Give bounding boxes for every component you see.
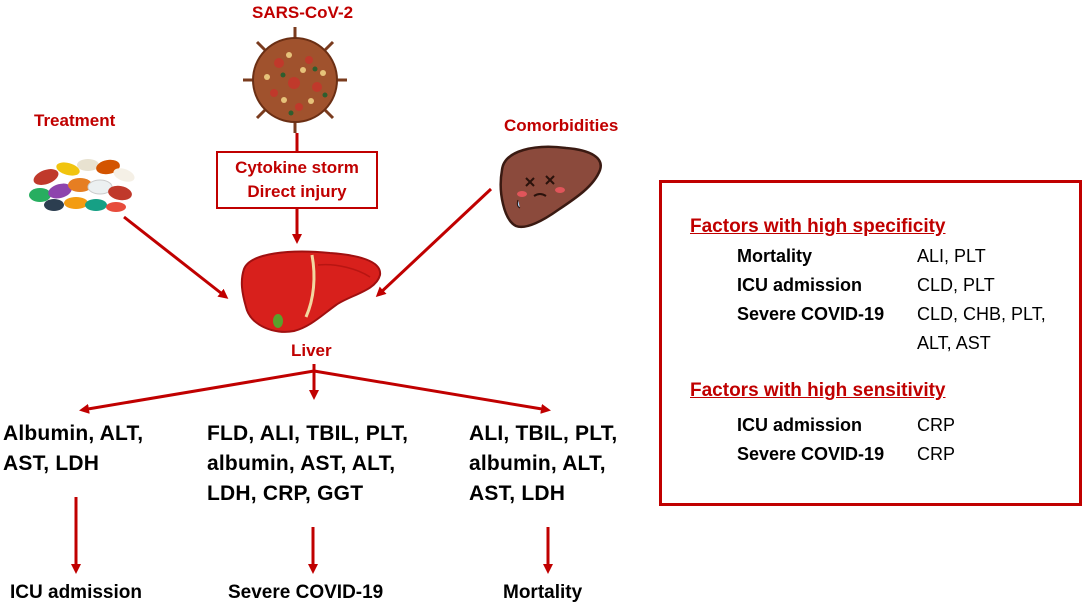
- liver-to-group-left-arrow: [79, 369, 315, 414]
- liver-to-group-right-arrow: [313, 369, 551, 414]
- factor-label: Severe COVID-19: [737, 304, 885, 324]
- specificity-row: ICU admission CLD, PLT: [737, 275, 995, 296]
- mechanism-box: Cytokine storm Direct injury: [216, 151, 378, 209]
- outcome-severe-covid: Severe COVID-19: [228, 582, 384, 603]
- group-mortality-markers: ALI, TBIL, PLT, albumin, ALT, AST, LDH: [469, 419, 617, 509]
- factor-value: ALT, AST: [917, 333, 991, 353]
- comorbidities-to-liver-arrow: [375, 187, 493, 298]
- liver-label: Liver: [291, 341, 332, 360]
- group-severe-line: albumin, AST, ALT,: [207, 452, 396, 475]
- group-severe-line: LDH, CRP, GGT: [207, 482, 364, 505]
- treatment-to-liver-arrow: [123, 215, 229, 299]
- sensitivity-row: Severe COVID-19 CRP: [737, 444, 955, 465]
- group-mortality-line: AST, LDH: [469, 482, 566, 505]
- virus-image: [243, 27, 347, 133]
- outcome-mortality: Mortality: [503, 582, 583, 603]
- group-severe-markers: FLD, ALI, TBIL, PLT, albumin, AST, ALT, …: [207, 419, 408, 509]
- factor-value: CLD, PLT: [917, 275, 995, 295]
- factor-label: Mortality: [737, 246, 813, 266]
- group-mortality-line: ALI, TBIL, PLT,: [469, 422, 618, 445]
- specificity-row-continued: ALT, AST: [737, 333, 991, 354]
- group-icu-line: Albumin, ALT,: [3, 422, 144, 445]
- specificity-row: Severe COVID-19 CLD, CHB, PLT,: [737, 304, 1046, 325]
- group-mortality-line: albumin, ALT,: [469, 452, 606, 475]
- group-severe-line: FLD, ALI, TBIL, PLT,: [207, 422, 409, 445]
- factor-label: Severe COVID-19: [737, 444, 885, 464]
- treatment-label: Treatment: [34, 111, 116, 130]
- specificity-heading: Factors with high specificity: [690, 216, 946, 237]
- group-icu-line: AST, LDH: [3, 452, 100, 475]
- specificity-row: Mortality ALI, PLT: [737, 246, 986, 267]
- pills-image: [29, 159, 135, 212]
- outcome-icu-admission: ICU admission: [10, 582, 142, 603]
- factor-label: ICU admission: [737, 415, 863, 435]
- sensitivity-row: ICU admission CRP: [737, 415, 955, 436]
- virus-label: SARS-CoV-2: [252, 3, 354, 22]
- factors-box: Factors with high specificity Mortality …: [659, 180, 1082, 506]
- sick-liver-image: [499, 145, 602, 229]
- factor-value: CRP: [917, 444, 956, 464]
- factor-value: ALI, PLT: [917, 246, 986, 266]
- factor-value: CRP: [917, 415, 956, 435]
- liver-image: [240, 250, 382, 333]
- factor-value: CLD, CHB, PLT,: [917, 304, 1046, 324]
- mechanism-line-1: Cytokine storm: [235, 158, 359, 177]
- group-icu-markers: Albumin, ALT, AST, LDH: [3, 419, 143, 479]
- mechanism-line-2: Direct injury: [247, 182, 347, 201]
- factor-label-spacer: [737, 333, 917, 354]
- sensitivity-heading: Factors with high sensitivity: [690, 380, 946, 401]
- factor-label: ICU admission: [737, 275, 863, 295]
- comorbidities-label: Comorbidities: [504, 116, 619, 135]
